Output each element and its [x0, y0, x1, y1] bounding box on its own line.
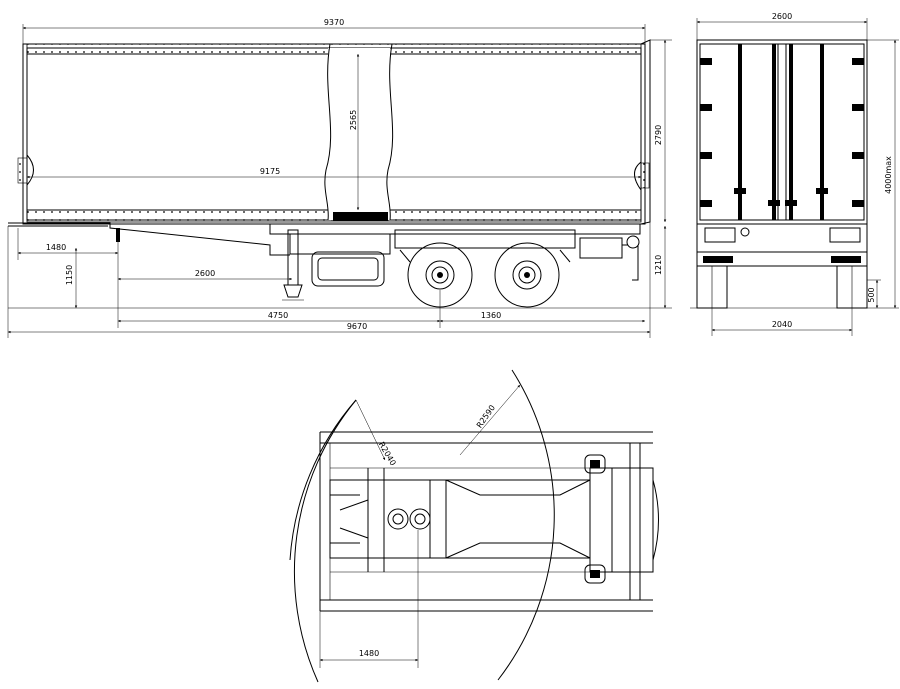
side-view: 9370 9175 2565 2790 1210 1480 1150 2600 — [7, 18, 672, 338]
dim-coupling-height: 1150 — [65, 265, 74, 285]
cutaway-section — [324, 43, 394, 221]
dim-track-width: 2040 — [772, 320, 792, 329]
door-hinges — [700, 58, 864, 207]
brake-chambers — [387, 508, 431, 530]
trailer-plan-outline — [319, 431, 659, 612]
rear-dimensions: 2600 4000max 500 2040 — [690, 12, 899, 336]
dim-body-height: 2790 — [654, 125, 663, 145]
dim-max-height: 4000max — [884, 156, 893, 194]
swing-arc-rear — [497, 369, 555, 681]
dim-total-length: 9670 — [347, 322, 367, 331]
coupling-clamps — [584, 454, 606, 584]
door-locking-bars — [734, 44, 828, 220]
plan-view: R2040 R2590 1480 — [289, 369, 659, 683]
swing-arc-outer — [293, 399, 357, 683]
dim-frame-height: 1210 — [654, 255, 663, 275]
dim-ground-clearance: 500 — [867, 287, 876, 302]
dim-kingpin-offset: 1480 — [359, 649, 379, 658]
dim-kingpin-to-leg: 2600 — [195, 269, 215, 278]
dim-axle-spacing: 1360 — [481, 311, 501, 320]
rear-view: 2600 4000max 500 2040 — [690, 12, 899, 336]
chassis-frame — [8, 222, 641, 301]
dim-inner-height: 2565 — [349, 110, 358, 130]
wheel-rear-axle — [494, 242, 560, 308]
dim-kingpin-to-axle: 4750 — [268, 311, 288, 320]
dim-swing-radius-front: R2040 — [377, 440, 398, 467]
side-dimensions: 9370 9175 2565 2790 1210 1480 1150 2600 — [7, 18, 672, 338]
dim-kingpin-to-front: 1480 — [46, 243, 66, 252]
dim-rear-width: 2600 — [772, 12, 792, 21]
dim-body-length: 9175 — [260, 167, 280, 176]
dim-swing-radius-rear: R2590 — [475, 403, 497, 429]
dim-overall-length: 9370 — [324, 18, 344, 27]
